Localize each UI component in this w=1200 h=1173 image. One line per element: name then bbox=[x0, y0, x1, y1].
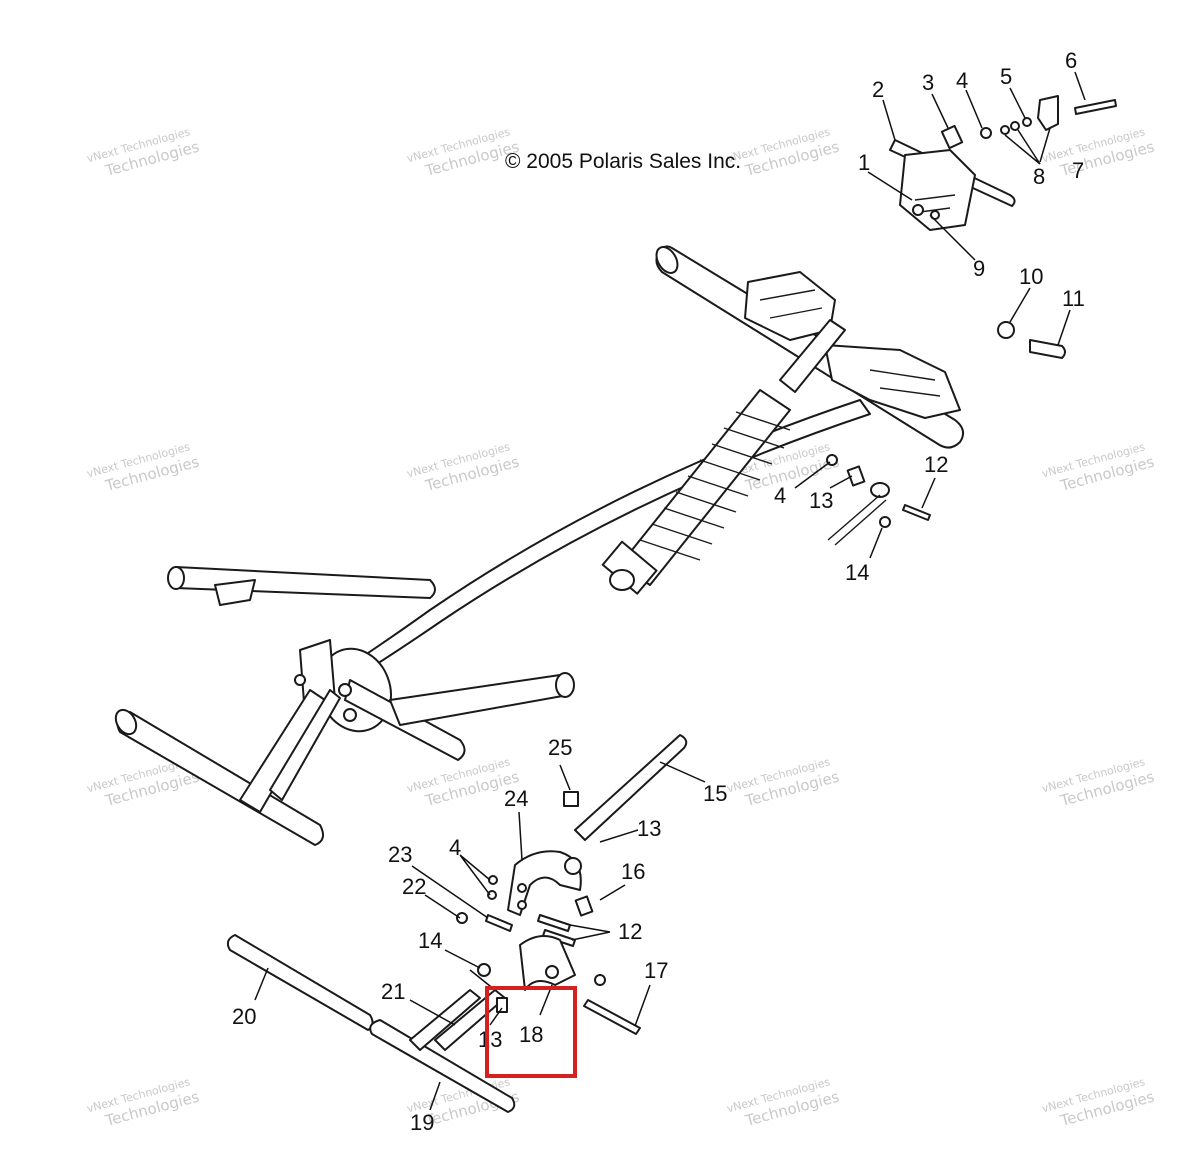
callout-21: 21 bbox=[381, 979, 405, 1004]
callout-17: 17 bbox=[644, 958, 668, 983]
callout-4c: 4 bbox=[449, 835, 461, 860]
callout-18: 18 bbox=[519, 1022, 543, 1047]
callout-22: 22 bbox=[402, 874, 426, 899]
copyright-text: © 2005 Polaris Sales Inc. bbox=[505, 150, 741, 173]
callout-13c: 13 bbox=[478, 1027, 502, 1052]
callout-9: 9 bbox=[973, 256, 985, 281]
callout-6: 6 bbox=[1065, 48, 1077, 73]
callout-2: 2 bbox=[872, 77, 884, 102]
callout-5: 5 bbox=[1000, 64, 1012, 89]
callout-12b: 12 bbox=[618, 919, 642, 944]
highlight-box bbox=[485, 986, 577, 1078]
callout-13b: 13 bbox=[637, 816, 661, 841]
callout-14a: 14 bbox=[845, 560, 869, 585]
callout-1: 1 bbox=[858, 150, 870, 175]
callout-4a: 4 bbox=[956, 68, 968, 93]
callout-16: 16 bbox=[621, 859, 645, 884]
suspension-assembly-drawing bbox=[114, 95, 1117, 1113]
shock-spring bbox=[601, 389, 791, 595]
front-bracket-detail bbox=[889, 139, 1016, 231]
callout-25: 25 bbox=[548, 735, 572, 760]
callout-15: 15 bbox=[703, 781, 727, 806]
callout-14b: 14 bbox=[418, 928, 442, 953]
callout-12a: 12 bbox=[924, 452, 948, 477]
callout-19: 19 bbox=[410, 1110, 434, 1135]
leader-lines bbox=[254, 71, 1086, 1111]
callout-24: 24 bbox=[504, 786, 528, 811]
callout-13a: 13 bbox=[809, 488, 833, 513]
callout-layer: 1 2 3 4 5 6 7 8 9 10 11 12 4 13 14 25 15… bbox=[232, 48, 1085, 1135]
callout-8: 8 bbox=[1033, 164, 1045, 189]
callout-10: 10 bbox=[1019, 264, 1043, 289]
callout-20: 20 bbox=[232, 1004, 256, 1029]
callout-11: 11 bbox=[1062, 286, 1085, 311]
callout-7: 7 bbox=[1072, 158, 1084, 183]
callout-23: 23 bbox=[388, 842, 412, 867]
callout-4b: 4 bbox=[774, 483, 786, 508]
callout-3: 3 bbox=[922, 70, 934, 95]
